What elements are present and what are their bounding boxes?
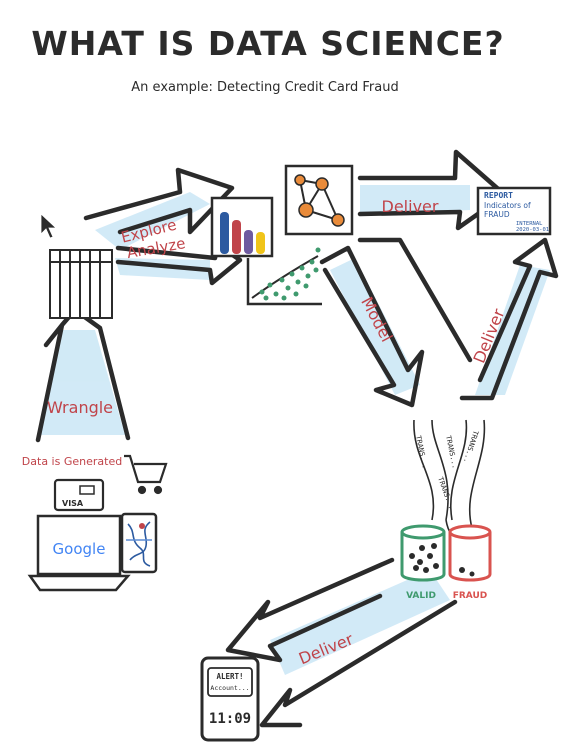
valid-bucket bbox=[400, 524, 446, 582]
phone-message-text: Account... bbox=[210, 684, 249, 692]
valid-label: VALID bbox=[406, 591, 436, 601]
phone-alert-text: ALERT! bbox=[216, 672, 243, 681]
page-subtitle: An example: Detecting Credit Card Fraud bbox=[131, 80, 398, 95]
report-line4: 2020-03-01 bbox=[516, 227, 549, 233]
report-line1: Indicators of bbox=[484, 201, 531, 210]
laptop-icon: Google bbox=[27, 514, 131, 592]
stream-text-1: TRANS... bbox=[414, 435, 429, 470]
credit-card-icon: VISA bbox=[53, 478, 105, 512]
tablet-map-icon bbox=[120, 512, 158, 574]
fraud-report: REPORT Indicators of FRAUD INTERNAL 2020… bbox=[476, 186, 552, 236]
visa-label: VISA bbox=[62, 499, 84, 508]
fraud-label: FRAUD bbox=[453, 591, 488, 601]
stream-text-2: TRANS... bbox=[444, 435, 459, 470]
google-logo: Google bbox=[53, 540, 106, 558]
cursor-arrow-icon bbox=[40, 213, 58, 239]
glow-bands bbox=[40, 185, 550, 675]
fraud-bucket bbox=[448, 524, 492, 582]
label-wrangle: Wrangle bbox=[47, 398, 113, 417]
report-line3: INTERNAL bbox=[516, 221, 543, 227]
label-deliver-top: Deliver bbox=[382, 197, 439, 216]
report-line2: FRAUD bbox=[484, 210, 510, 219]
data-table-icon bbox=[49, 249, 113, 319]
report-heading: REPORT bbox=[484, 191, 513, 200]
network-graph-icon bbox=[284, 164, 354, 236]
page-title: WHAT IS DATA SCIENCE? bbox=[31, 24, 504, 63]
phone-alert-icon: ALERT! Account... 11:09 bbox=[200, 656, 260, 742]
scatter-plot-icon bbox=[246, 247, 322, 306]
phone-time: 11:09 bbox=[209, 711, 251, 727]
shopping-cart-icon bbox=[124, 454, 168, 495]
label-data-generated: Data is Generated bbox=[22, 455, 122, 468]
bar-chart-icon bbox=[210, 196, 274, 258]
